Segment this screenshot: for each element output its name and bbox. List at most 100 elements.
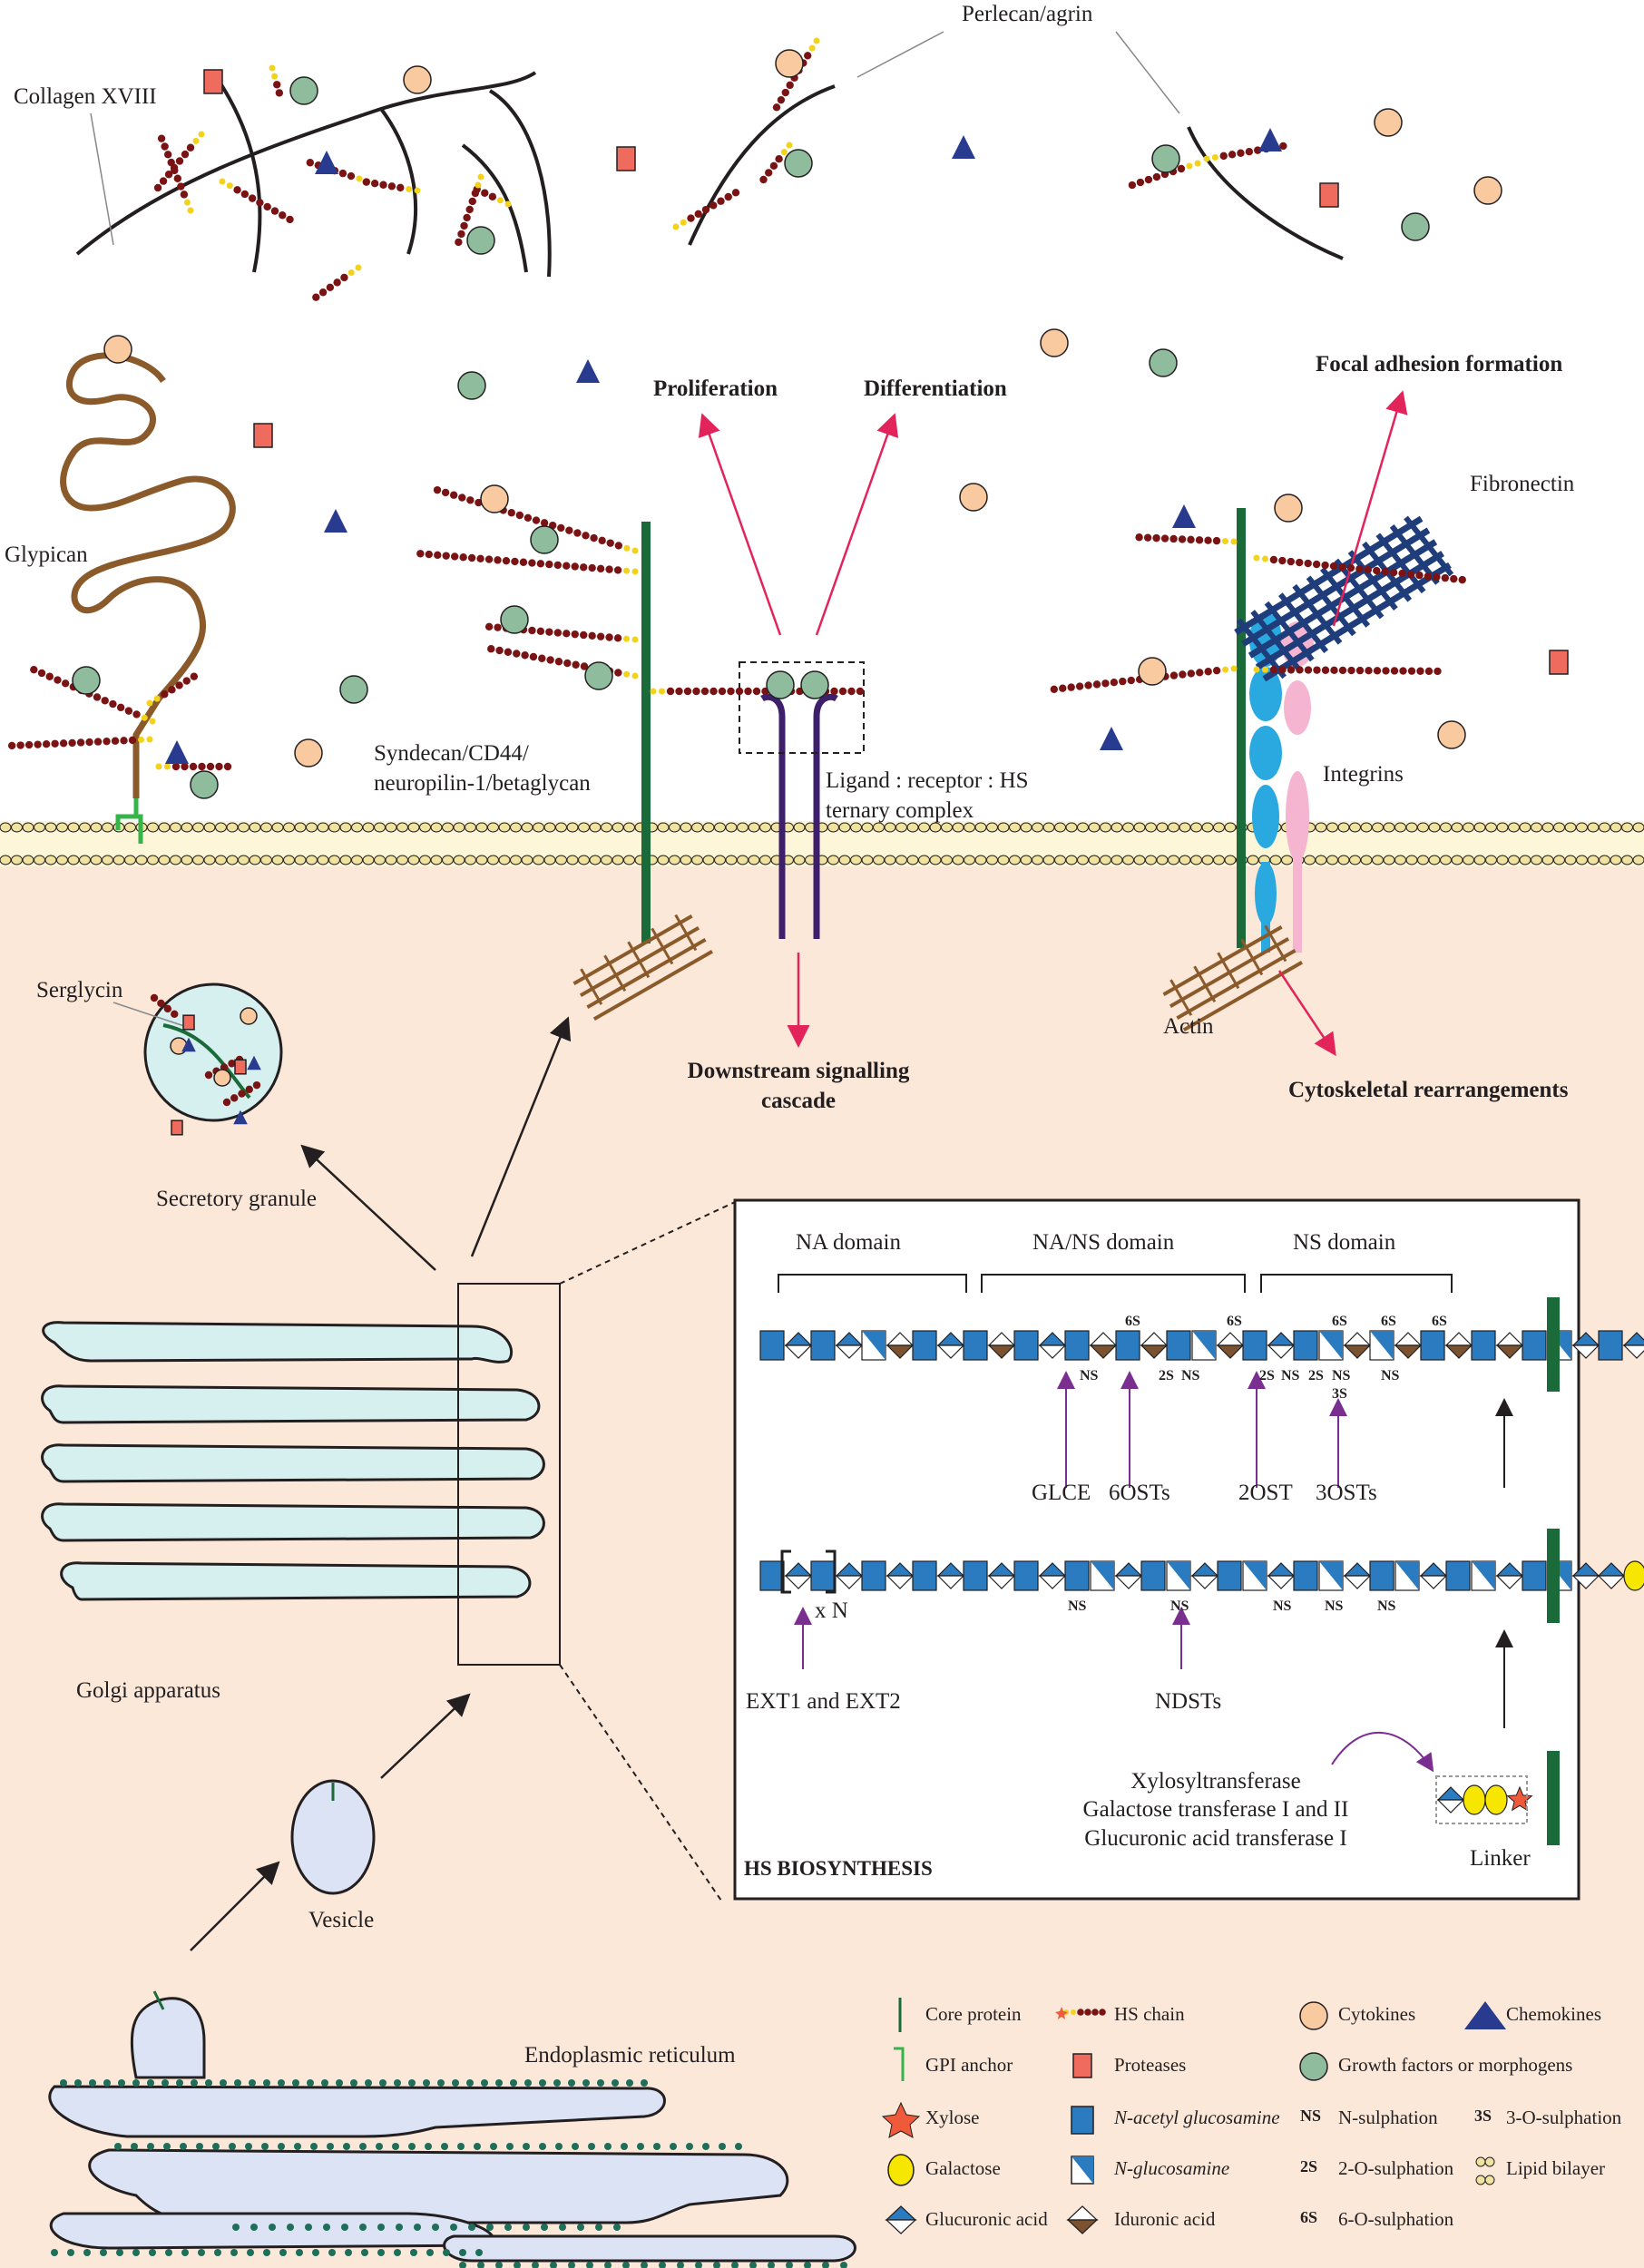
- nag-unit: [1293, 1560, 1318, 1591]
- nag-unit: [861, 1560, 886, 1591]
- lipid-head: [249, 855, 261, 865]
- lipid-head: [1428, 855, 1441, 865]
- ribosome: [804, 2262, 811, 2268]
- lipid-head: [737, 855, 749, 865]
- label-glypican: Glypican: [5, 543, 88, 567]
- ribosome: [539, 2079, 546, 2087]
- ribosome: [51, 2249, 58, 2256]
- nag-unit: [963, 1560, 988, 1591]
- ribosome: [165, 2249, 172, 2256]
- ribosome: [443, 2249, 450, 2256]
- legend-iduronic: Iduronic acid: [1114, 2208, 1216, 2230]
- perlecan-pointer-right: [1115, 31, 1180, 114]
- lipid-head: [1269, 855, 1282, 865]
- ribosome: [176, 2079, 183, 2087]
- growth-factor: [72, 666, 101, 695]
- ribosome: [345, 2249, 352, 2256]
- ribosome: [702, 2143, 709, 2150]
- ribosome: [350, 2079, 357, 2087]
- lipid-head: [669, 822, 680, 833]
- hs-chain: [269, 64, 284, 97]
- protease: [182, 1014, 195, 1031]
- ribosome: [550, 2262, 557, 2268]
- growth-factor: [766, 670, 795, 699]
- lipid-head: [203, 822, 216, 833]
- lipid-head: [1281, 855, 1293, 865]
- lipid-head: [1417, 822, 1429, 833]
- nag-unit: [912, 1560, 937, 1591]
- lipid-head: [1621, 855, 1633, 865]
- lipid-head: [170, 822, 181, 833]
- lipid-head: [294, 822, 307, 833]
- ribosome: [394, 2079, 401, 2087]
- ribosome: [735, 2143, 742, 2150]
- ribosome: [278, 2143, 285, 2150]
- label-3ost: 3OSTs: [1316, 1481, 1377, 1505]
- lipid-head: [44, 855, 57, 865]
- lipid-head: [1541, 855, 1554, 865]
- glypican-core-protein: [60, 352, 236, 798]
- lipid-head: [453, 855, 465, 865]
- lipid-head: [79, 822, 91, 833]
- label-downstream: Downstream signalling cascade: [687, 1059, 910, 1113]
- modification-ns: NS: [1377, 1598, 1396, 1614]
- ribosome: [229, 2143, 236, 2150]
- lipid-head: [1485, 855, 1497, 865]
- ribosome: [414, 2224, 421, 2231]
- lipid-head: [1179, 822, 1191, 833]
- growth-factor: [500, 605, 529, 634]
- fibronectin-cross: [1278, 592, 1329, 654]
- ribosome: [621, 2143, 628, 2150]
- growth-factor: [784, 149, 813, 178]
- galactose-unit: [1484, 1784, 1508, 1815]
- ribosome: [180, 2143, 187, 2150]
- ribosome: [626, 2079, 633, 2087]
- label-syndecan: Syndecan/CD44/ neuropilin-1/betaglycan: [374, 741, 591, 796]
- ribosome: [263, 2249, 270, 2256]
- ribosome: [220, 2079, 227, 2087]
- ribosome: [695, 2262, 702, 2268]
- hs-chain: [362, 178, 421, 194]
- nag-unit: [759, 1560, 785, 1591]
- lipid-head: [1508, 855, 1520, 865]
- linker-box: [1435, 1775, 1528, 1824]
- lipid-head: [283, 855, 295, 865]
- legend-code-2s: 2S: [1300, 2157, 1318, 2175]
- lipid-head: [351, 855, 363, 865]
- ribosome: [719, 2143, 726, 2150]
- modification-ns: NS: [1181, 1368, 1200, 1383]
- lipid-head: [1168, 855, 1179, 865]
- lipid-head: [1349, 822, 1361, 833]
- lipid-head: [419, 855, 431, 865]
- ribosome: [83, 2249, 91, 2256]
- label-na-domain: NA domain: [796, 1230, 901, 1255]
- lipid-head: [102, 822, 113, 833]
- ribosome: [495, 2079, 503, 2087]
- ternary-complex-box: [739, 661, 865, 754]
- actin-crosslink: [1240, 938, 1264, 976]
- lipid-head: [317, 855, 329, 865]
- ribosome: [147, 2143, 154, 2150]
- lipid-head: [997, 855, 1010, 865]
- fibronectin: [1234, 515, 1454, 682]
- lipid-head: [793, 822, 806, 833]
- ribosome: [477, 2262, 484, 2268]
- label-perlecan: Perlecan/agrin: [962, 2, 1093, 26]
- ribosome: [132, 2079, 140, 2087]
- lipid-head: [1315, 855, 1327, 865]
- growth-factor: [584, 661, 613, 690]
- ribosome: [114, 2143, 122, 2150]
- lipid-head: [430, 855, 443, 865]
- lipid-head: [1587, 822, 1600, 833]
- lipid-head: [702, 855, 715, 865]
- perlecan-pointer-left: [856, 31, 944, 78]
- lipid-head: [827, 855, 839, 865]
- growth-factor: [1149, 348, 1178, 377]
- arrow-proliferation: [698, 413, 782, 636]
- nag-unit: [912, 1330, 937, 1361]
- growth-factor: [339, 675, 368, 704]
- fibronectin-cross: [1375, 533, 1426, 594]
- arrow-linker-enzymes: [1331, 1731, 1434, 1773]
- lipid-head: [192, 822, 204, 833]
- ribosome: [506, 2143, 514, 2150]
